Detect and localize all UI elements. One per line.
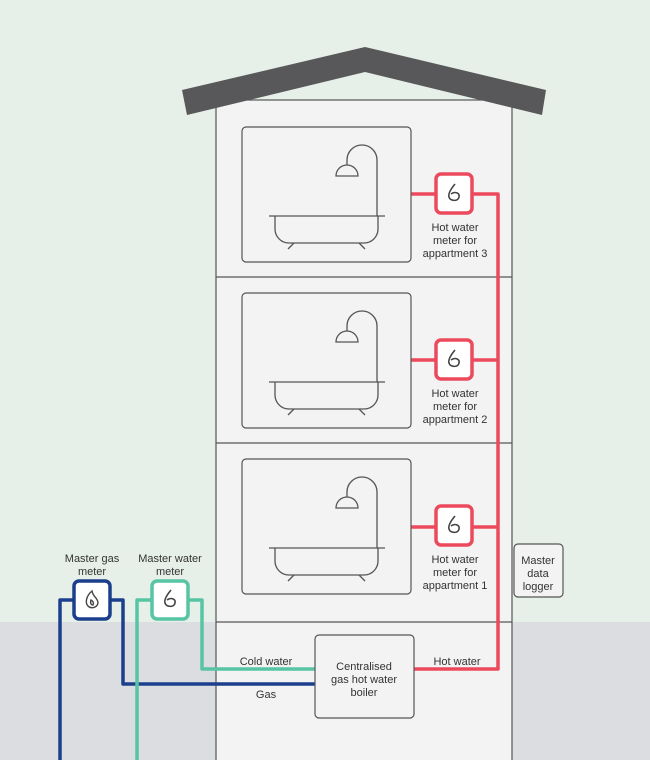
bathtub-shower-icon xyxy=(269,310,385,416)
roof xyxy=(182,47,546,115)
cold-water-pipe xyxy=(188,598,315,671)
apartment-room xyxy=(241,458,412,595)
meter-label: appartment 1 xyxy=(423,580,488,592)
gas-meter-label: Master gas xyxy=(65,553,120,565)
water-meter-label: Master water xyxy=(138,553,202,565)
gas-flame-icon xyxy=(85,589,99,609)
bathtub-shower-icon xyxy=(269,144,385,250)
gas-label: Gas xyxy=(256,689,277,701)
hot-water-label: Hot water xyxy=(433,656,480,668)
water-meter-label: meter xyxy=(156,566,184,578)
water-supply-pipe xyxy=(135,598,152,760)
gas-supply-pipe xyxy=(58,598,74,760)
logger-label: Master xyxy=(521,555,555,567)
hot-water-riser-pipe xyxy=(414,192,500,671)
apartment-room xyxy=(241,126,412,263)
meter-label: meter for xyxy=(433,401,477,413)
water-drop-icon xyxy=(447,515,460,534)
meter-label: meter for xyxy=(433,567,477,579)
meter-label: appartment 2 xyxy=(423,414,488,426)
boiler-label: boiler xyxy=(351,687,378,699)
gas-meter-label: meter xyxy=(78,566,106,578)
logger-label: data xyxy=(527,568,549,580)
water-drop-icon xyxy=(163,589,176,608)
bathtub-shower-icon xyxy=(269,476,385,582)
cold-water-label: Cold water xyxy=(240,656,293,668)
meter-label: appartment 3 xyxy=(423,248,488,260)
water-drop-icon xyxy=(447,349,460,368)
gas-pipe xyxy=(110,598,315,686)
meter-label: Hot water xyxy=(431,388,478,400)
water-drop-icon xyxy=(447,183,460,202)
logger-label: logger xyxy=(523,581,554,593)
boiler-label: gas hot water xyxy=(331,674,397,686)
meter-label: Hot water xyxy=(431,554,478,566)
meter-label: meter for xyxy=(433,235,477,247)
meter-label: Hot water xyxy=(431,222,478,234)
boiler-label: Centralised xyxy=(336,661,392,673)
apartment-room xyxy=(241,292,412,429)
